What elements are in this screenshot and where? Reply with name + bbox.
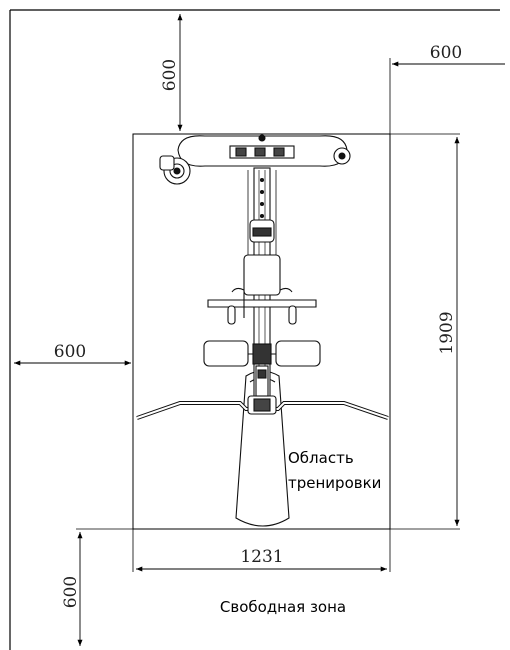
room-walls	[9, 9, 500, 650]
depth-label: 1909	[437, 311, 457, 354]
bottom-clearance-label: 600	[61, 576, 81, 608]
right-leg-pad	[275, 340, 321, 367]
right-clearance-label: 600	[430, 43, 462, 63]
width-label: 1231	[240, 547, 283, 567]
free-zone-label: Свободная зона	[220, 598, 346, 616]
exercise-machine	[136, 134, 389, 527]
left-clearance-label: 600	[54, 342, 86, 362]
extension-lines	[76, 58, 460, 572]
training-area-label-line2: тренировки	[288, 474, 381, 492]
training-area-outline	[132, 133, 391, 530]
left-leg-pad	[203, 340, 249, 367]
top-clearance-label: 600	[160, 59, 180, 91]
dimension-lines	[14, 14, 505, 646]
handle-bar	[207, 299, 317, 308]
training-area-label-line1: Область	[288, 449, 354, 467]
